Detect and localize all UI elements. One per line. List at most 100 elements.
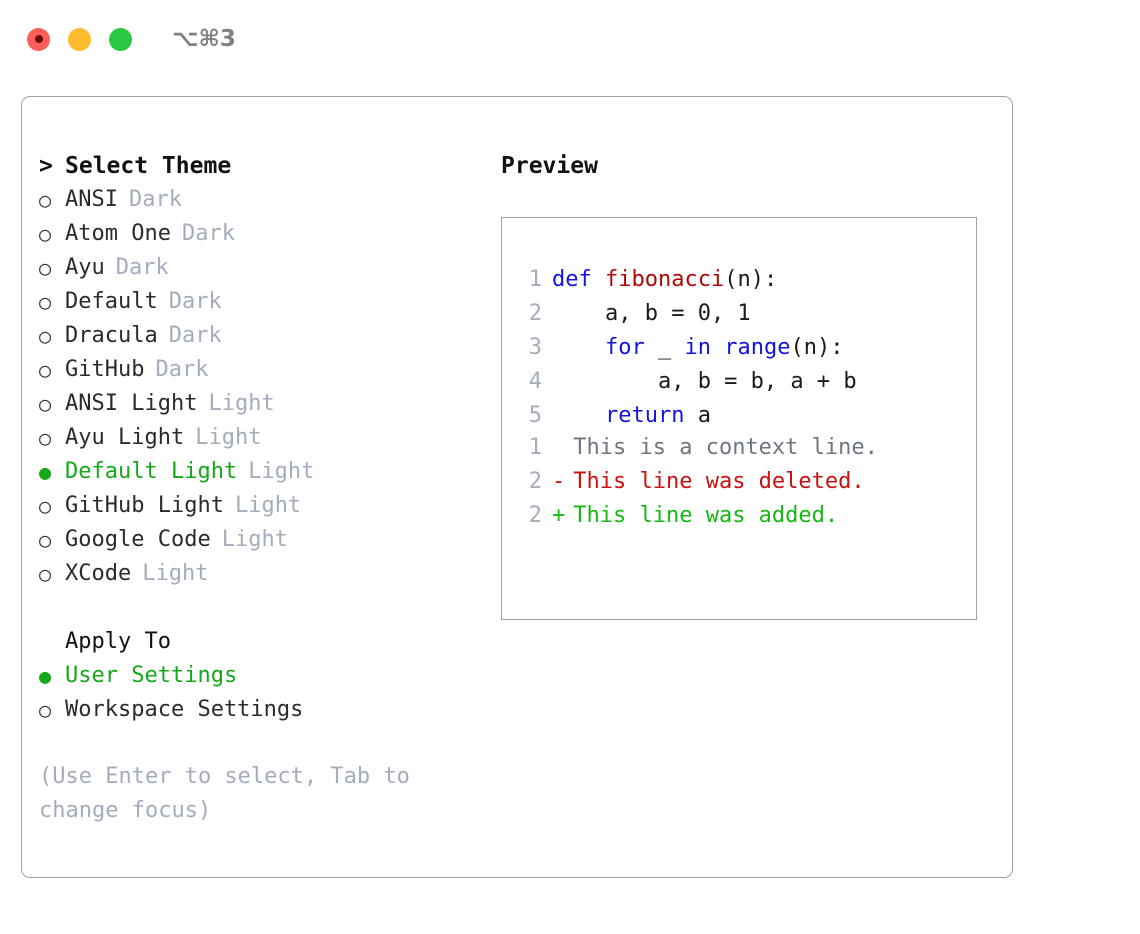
radio-unselected-icon[interactable]: ○ [39,698,52,722]
theme-item-github-light[interactable]: ○ GitHub Light Light [39,489,489,523]
theme-name: Google Code [65,527,211,552]
theme-variant-badge: Light [221,527,288,552]
title-bar: ⌥⌘3 [0,0,1140,78]
close-button[interactable] [27,27,50,51]
theme-variant-badge: Dark [181,221,235,246]
theme-name: Dracula [65,323,158,348]
apply-to-heading: Apply To [39,625,489,659]
code-token: return [604,403,685,428]
theme-name: Ayu Light [65,425,185,450]
code-token: def [552,267,605,292]
close-icon [34,35,43,43]
code-line: 2 a, b = 0, 1 [514,297,970,331]
main-panel: > Select Theme ○ ANSI Dark ○ Atom One Da… [21,96,1013,878]
code-token: a [684,403,711,428]
code-content: def fibonacci(n): [552,263,777,297]
code-token: range [724,335,791,360]
code-token [552,403,605,428]
window-title: ⌥⌘3 [172,26,236,52]
traffic-light-group [27,27,132,51]
theme-variant-badge: Dark [155,357,209,382]
radio-unselected-icon[interactable]: ○ [39,528,52,552]
theme-variant-badge: Light [142,561,209,586]
theme-item-ayu-light[interactable]: ○ Ayu Light Light [39,421,489,455]
theme-item-ansi-light[interactable]: ○ ANSI Light Light [39,387,489,421]
theme-item-default-light[interactable]: ● Default Light Light [39,455,489,489]
radio-unselected-icon[interactable]: ○ [39,324,52,348]
code-line: 5 return a [514,399,970,433]
line-number: 1 [528,435,542,460]
theme-item-default[interactable]: ○ Default Dark [39,285,489,319]
line-number: 2 [528,301,542,326]
theme-variant-badge: Light [195,425,262,450]
code-token: (n): [724,267,778,292]
theme-name: GitHub Light [65,493,224,518]
preview-pane: Preview 1 def fibonacci(n): 2 a, b = 0, … [501,149,991,620]
diff-marker: - [552,469,566,494]
select-theme-heading: > Select Theme [39,149,489,183]
code-line: 3 for _ in range(n): [514,331,970,365]
code-token [552,335,605,360]
theme-item-ansi[interactable]: ○ ANSI Dark [39,183,489,217]
radio-selected-icon[interactable]: ● [39,460,52,484]
theme-name: Default Light [65,459,238,484]
radio-unselected-icon[interactable]: ○ [39,256,52,280]
theme-item-github[interactable]: ○ GitHub Dark [39,353,489,387]
theme-name: ANSI [65,187,118,212]
code-content: a, b = b, a + b [552,365,857,399]
radio-unselected-icon[interactable]: ○ [39,358,52,382]
radio-selected-icon[interactable]: ● [39,664,52,688]
radio-unselected-icon[interactable]: ○ [39,392,52,416]
theme-item-ayu[interactable]: ○ Ayu Dark [39,251,489,285]
code-content: return a [552,399,711,433]
apply-to-heading-label: Apply To [65,629,171,654]
maximize-button[interactable] [109,27,132,51]
diff-line-context: 1 This is a context line. [514,431,970,465]
theme-name: ANSI Light [65,391,198,416]
theme-item-atom-one[interactable]: ○ Atom One Dark [39,217,489,251]
code-token: a, b = 0, 1 [552,301,751,326]
prompt-caret-icon: > [39,153,53,179]
code-line: 4 a, b = b, a + b [514,365,970,399]
code-line: 1 def fibonacci(n): [514,263,970,297]
theme-variant-badge: Light [208,391,275,416]
theme-variant-badge: Light [248,459,315,484]
code-token: _ [644,335,685,360]
theme-item-google-code[interactable]: ○ Google Code Light [39,523,489,557]
theme-variant-badge: Dark [115,255,169,280]
diff-text: This line was added. [573,503,839,528]
line-number: 4 [528,369,542,394]
theme-item-dracula[interactable]: ○ Dracula Dark [39,319,489,353]
list-spacer [39,591,489,625]
line-number: 2 [528,469,542,494]
line-number: 5 [528,403,542,428]
radio-unselected-icon[interactable]: ○ [39,562,52,586]
line-number: 3 [528,335,542,360]
theme-item-xcode[interactable]: ○ XCode Light [39,557,489,591]
diff-text: This line was deleted. [573,469,865,494]
line-number: 2 [528,503,542,528]
theme-name: Ayu [65,255,105,280]
minimize-button[interactable] [68,27,91,51]
theme-name: Default [65,289,158,314]
apply-to-label: User Settings [65,663,238,688]
diff-marker: + [552,503,566,528]
code-token: fibonacci [604,267,725,292]
radio-unselected-icon[interactable]: ○ [39,188,52,212]
apply-to-item-user-settings[interactable]: ● User Settings [39,659,489,693]
keyboard-hint-text: (Use Enter to select, Tab to change focu… [39,764,424,823]
theme-variant-badge: Dark [128,187,182,212]
theme-name: XCode [65,561,132,586]
code-token [711,335,724,360]
apply-to-label: Workspace Settings [65,697,304,722]
radio-unselected-icon[interactable]: ○ [39,494,52,518]
code-token: (n): [790,335,844,360]
diff-line-deleted: 2 - This line was deleted. [514,465,970,499]
apply-to-item-workspace-settings[interactable]: ○ Workspace Settings [39,693,489,727]
radio-unselected-icon[interactable]: ○ [39,290,52,314]
code-content: for _ in range(n): [552,331,843,365]
radio-unselected-icon[interactable]: ○ [39,426,52,450]
code-content: a, b = 0, 1 [552,297,751,331]
radio-unselected-icon[interactable]: ○ [39,222,52,246]
